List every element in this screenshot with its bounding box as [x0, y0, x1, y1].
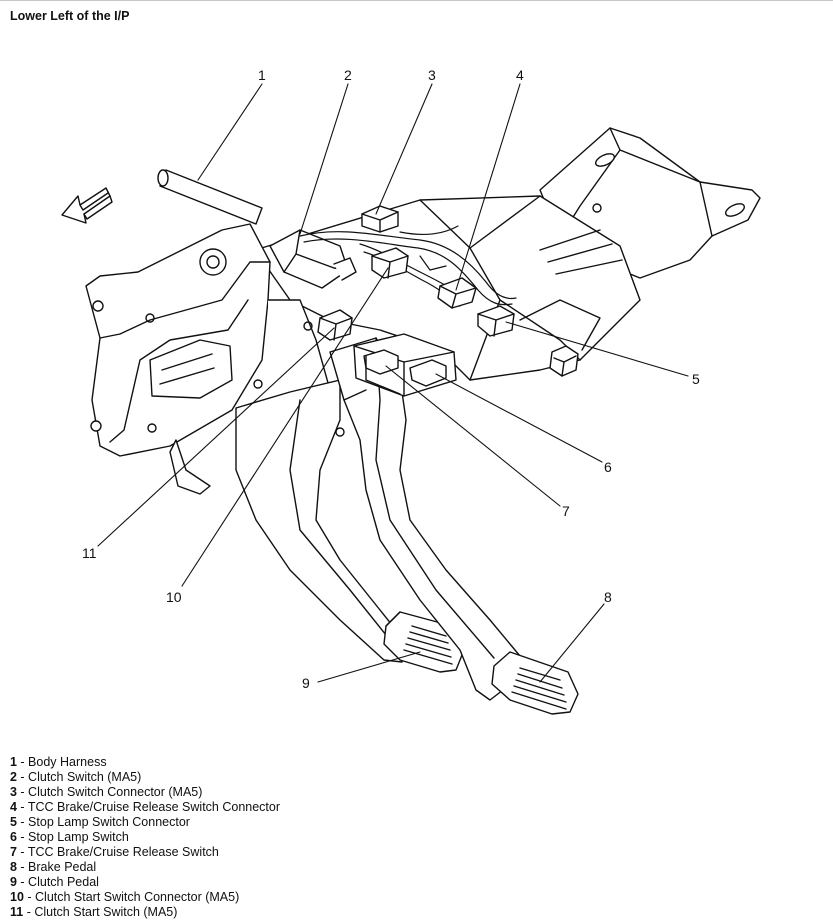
callout-numbers: 1 2 3 4 5 6 7 8 9 10 11 — [82, 67, 700, 691]
clutch-switch — [269, 229, 357, 289]
callout-7: 7 — [562, 503, 570, 519]
clutch-start-switch — [317, 309, 353, 341]
leader-7 — [385, 365, 561, 507]
leader-8 — [539, 603, 605, 683]
leader-11 — [97, 327, 335, 547]
legend-item: 11 - Clutch Start Switch (MA5) — [10, 905, 178, 919]
page-title: Lower Left of the I/P — [10, 9, 130, 23]
legend-item: 4 - TCC Brake/Cruise Release Switch Conn… — [10, 800, 281, 814]
leader-1 — [197, 83, 263, 181]
leader-10 — [181, 267, 389, 587]
mounting-bolt — [549, 345, 579, 377]
callout-8: 8 — [604, 589, 612, 605]
leader-4 — [455, 83, 521, 291]
callout-2: 2 — [344, 67, 352, 83]
callout-9: 9 — [302, 675, 310, 691]
callout-10: 10 — [166, 589, 182, 605]
legend-item: 10 - Clutch Start Switch Connector (MA5) — [10, 890, 240, 904]
forward-arrow-icon — [61, 187, 113, 224]
legend-item: 5 - Stop Lamp Switch Connector — [10, 815, 190, 829]
parts-legend: 1 - Body Harness 2 - Clutch Switch (MA5)… — [10, 755, 280, 920]
legend-item: 8 - Brake Pedal — [10, 860, 97, 874]
clutch-start-switch-connector — [371, 247, 409, 279]
left-mounting-plate — [85, 223, 271, 457]
stop-lamp-switch-connector — [477, 305, 515, 337]
leader-2 — [299, 83, 349, 235]
body-harness-rod — [157, 169, 263, 225]
callout-4: 4 — [516, 67, 524, 83]
tcc-switch-connector — [437, 277, 477, 309]
pedal-assembly-diagram: 1 2 3 4 5 6 7 8 9 10 11 — [61, 67, 761, 715]
legend-item: 2 - Clutch Switch (MA5) — [10, 770, 142, 784]
callout-5: 5 — [692, 371, 700, 387]
leader-6 — [435, 373, 603, 463]
callout-6: 6 — [604, 459, 612, 475]
leader-5 — [505, 321, 689, 377]
legend-item: 9 - Clutch Pedal — [10, 875, 99, 889]
top-divider — [0, 0, 833, 1]
legend-item: 7 - TCC Brake/Cruise Release Switch — [10, 845, 219, 859]
brake-pedal-pad — [491, 651, 579, 715]
stop-lamp-and-tcc-switches — [353, 333, 457, 397]
callout-11: 11 — [82, 545, 97, 561]
legend-item: 1 - Body Harness — [10, 755, 107, 769]
legend-item: 6 - Stop Lamp Switch — [10, 830, 129, 844]
callout-3: 3 — [428, 67, 436, 83]
leader-9 — [317, 651, 421, 683]
legend-item: 3 - Clutch Switch Connector (MA5) — [10, 785, 203, 799]
callout-1: 1 — [258, 67, 266, 83]
leader-3 — [375, 83, 433, 215]
callout-leader-lines — [97, 83, 689, 683]
clutch-switch-connector — [361, 205, 399, 233]
